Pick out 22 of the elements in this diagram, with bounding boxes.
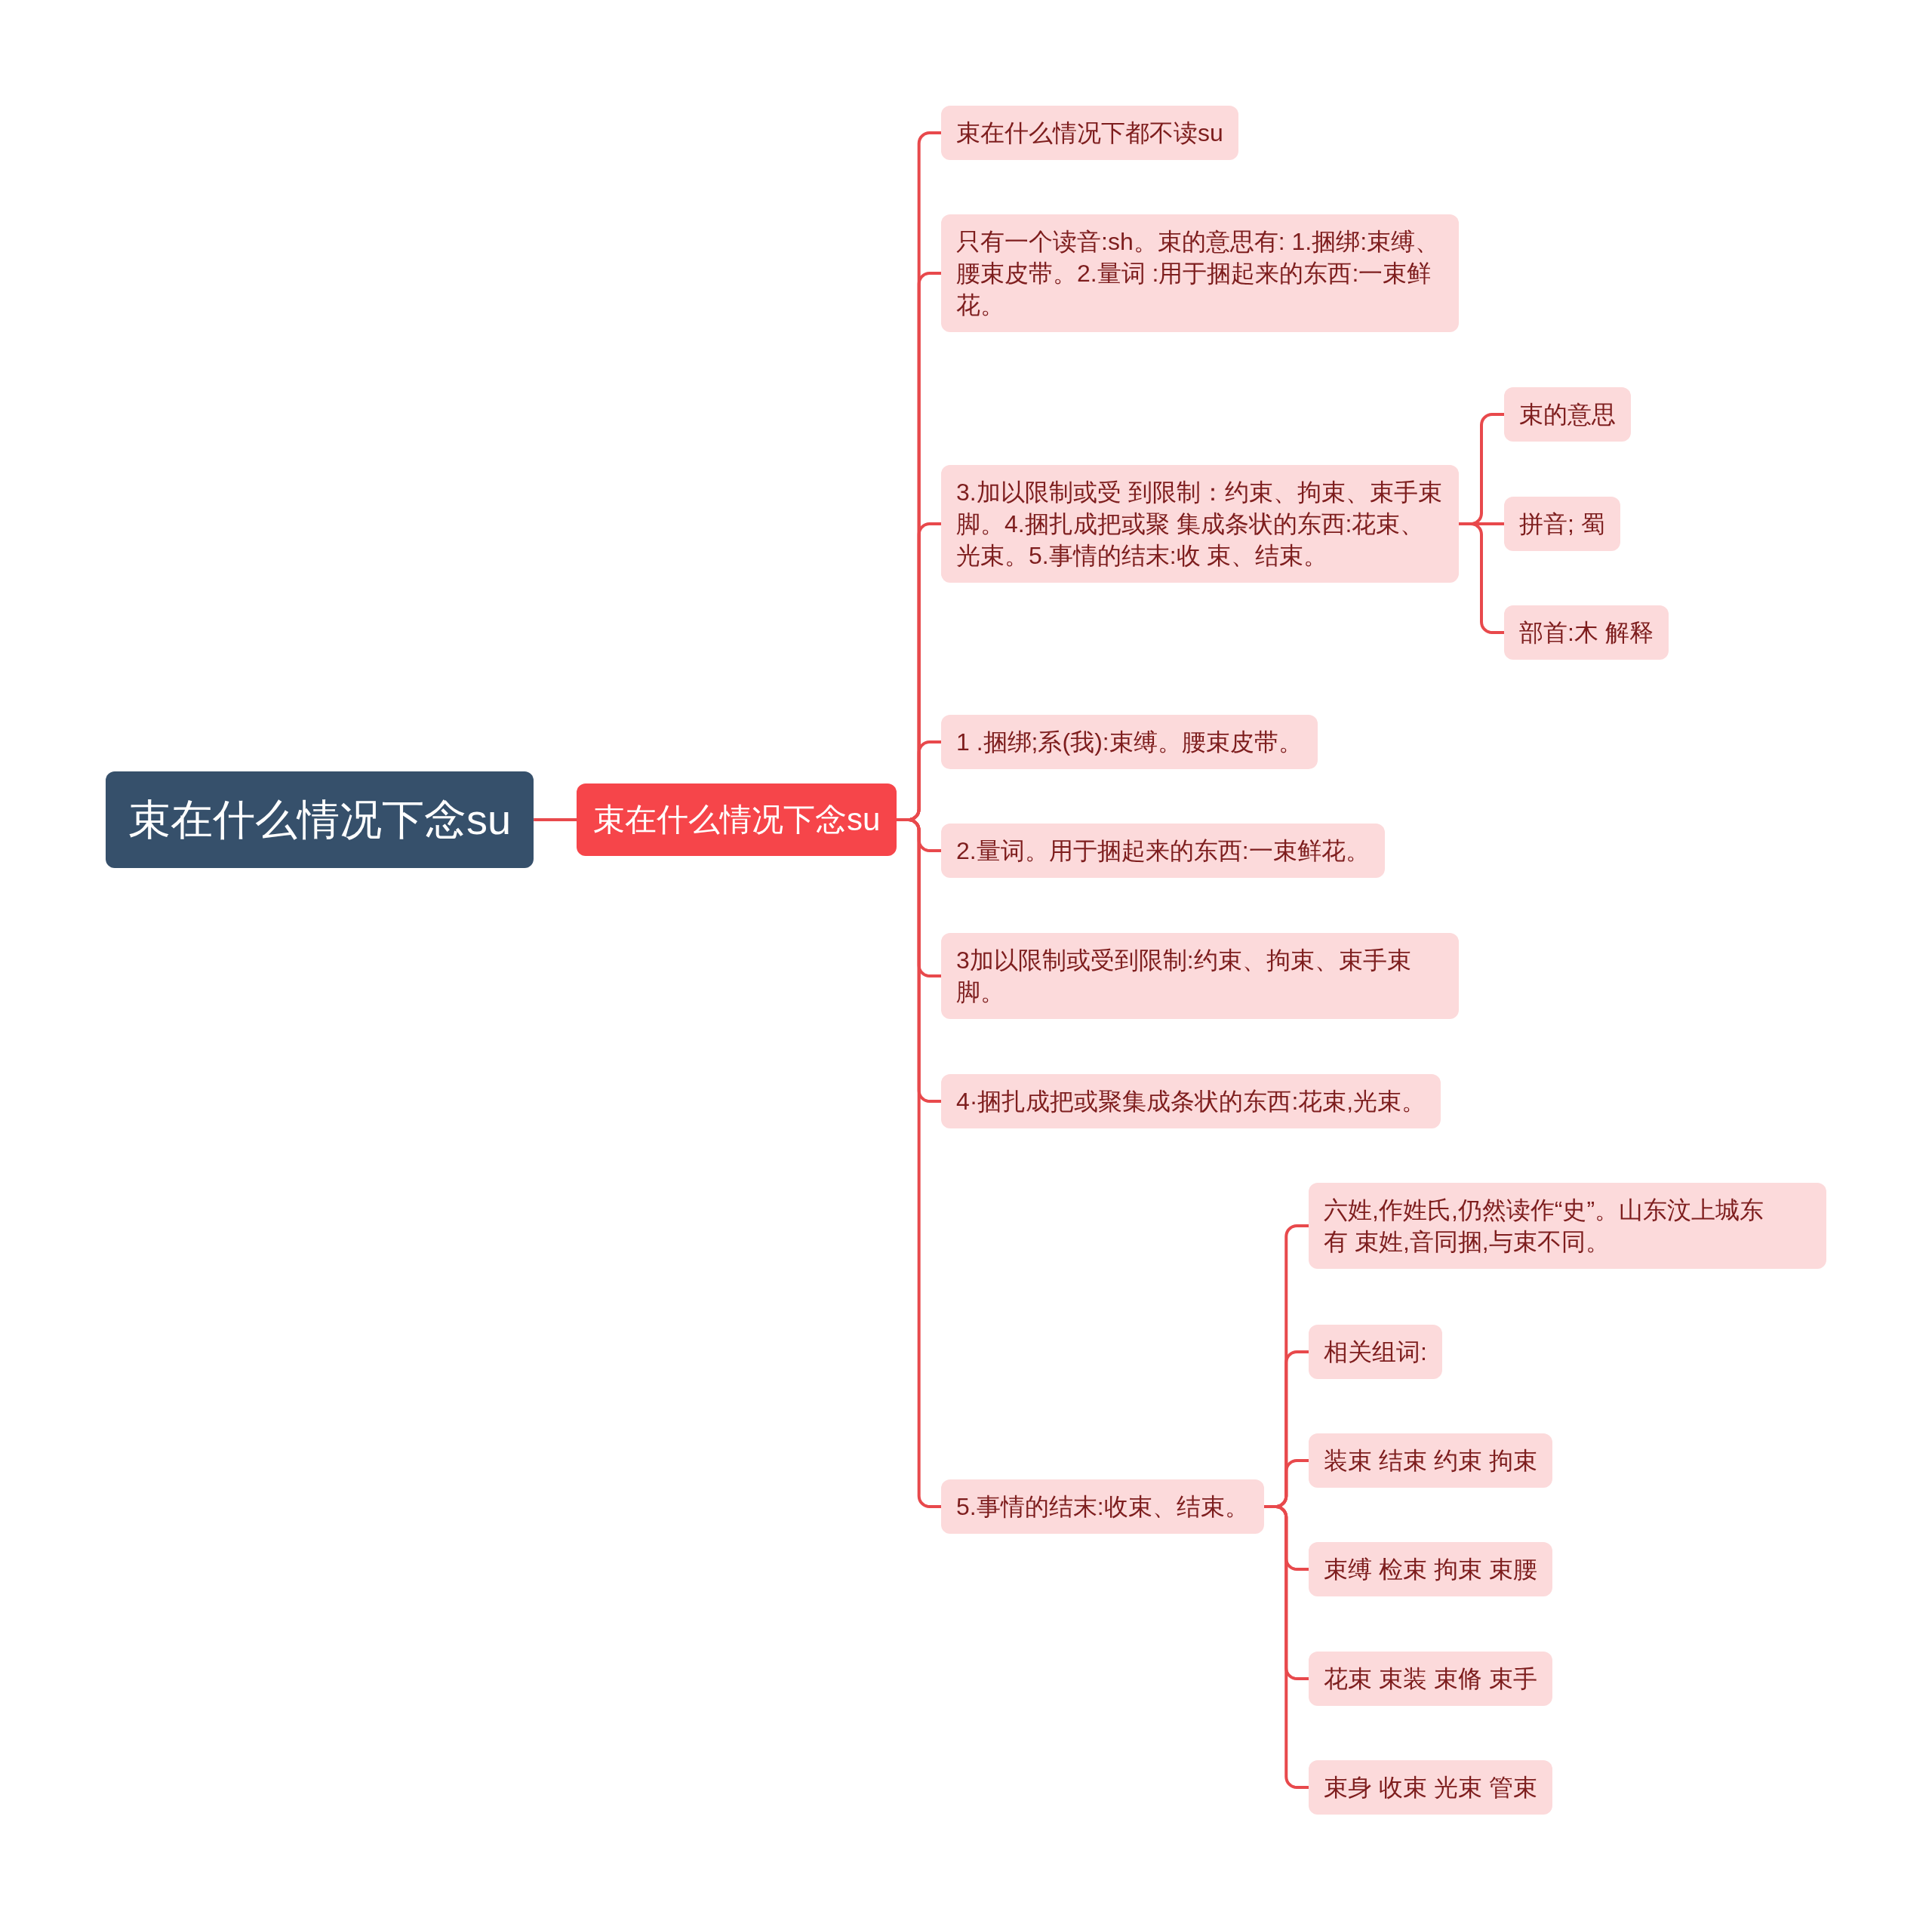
connector-line <box>1459 522 1504 634</box>
subtopic: 拼音; 蜀 <box>1504 497 1620 551</box>
subtopic: 束身 收束 光束 管束 <box>1309 1760 1552 1815</box>
subtopic: 3.加以限制或受 到限制：约束、拘束、束手束脚。4.捆扎成把或聚 集成条状的东西:花束、光束。5.事情的结末:收 束、结束。 <box>941 465 1459 583</box>
subtopic: 相关组词: <box>1309 1325 1442 1379</box>
subtopic: 4·捆扎成把或聚集成条状的东西:花束,光束。 <box>941 1074 1441 1128</box>
subtopic: 装束 结束 约束 拘束 <box>1309 1433 1552 1488</box>
subtopic: 束在什么情况下都不读su <box>941 106 1238 160</box>
subtopic: 束的意思 <box>1504 387 1631 442</box>
subtopic: 部首:木 解释 <box>1504 605 1669 660</box>
subtopic: 只有一个读音:sh。束的意思有: 1.捆绑:束缚、腰束皮带。2.量词 :用于捆起来的东西:一束鲜花。 <box>941 214 1459 332</box>
subtopic: 3加以限制或受到限制:约束、拘束、束手束脚。 <box>941 933 1459 1019</box>
main-topic: 束在什么情况下念su <box>577 783 897 856</box>
connector-line <box>534 818 577 821</box>
subtopic: 2.量词。用于捆起来的东西:一束鲜花。 <box>941 824 1385 878</box>
subtopic: 六姓,作姓氏,仍然读作“史”。山东汶上城东有 束姓,音同捆,与束不同。 <box>1309 1183 1826 1269</box>
subtopic: 束缚 检束 拘束 束腰 <box>1309 1542 1552 1596</box>
subtopic: 5.事情的结末:收束、结束。 <box>941 1479 1264 1534</box>
subtopic: 花束 束装 束脩 束手 <box>1309 1652 1552 1706</box>
central-topic: 束在什么情况下念su <box>106 771 534 868</box>
connector-line <box>1263 1505 1309 1789</box>
subtopic: 1 .捆绑;系(我):束缚。腰束皮带。 <box>941 715 1318 769</box>
